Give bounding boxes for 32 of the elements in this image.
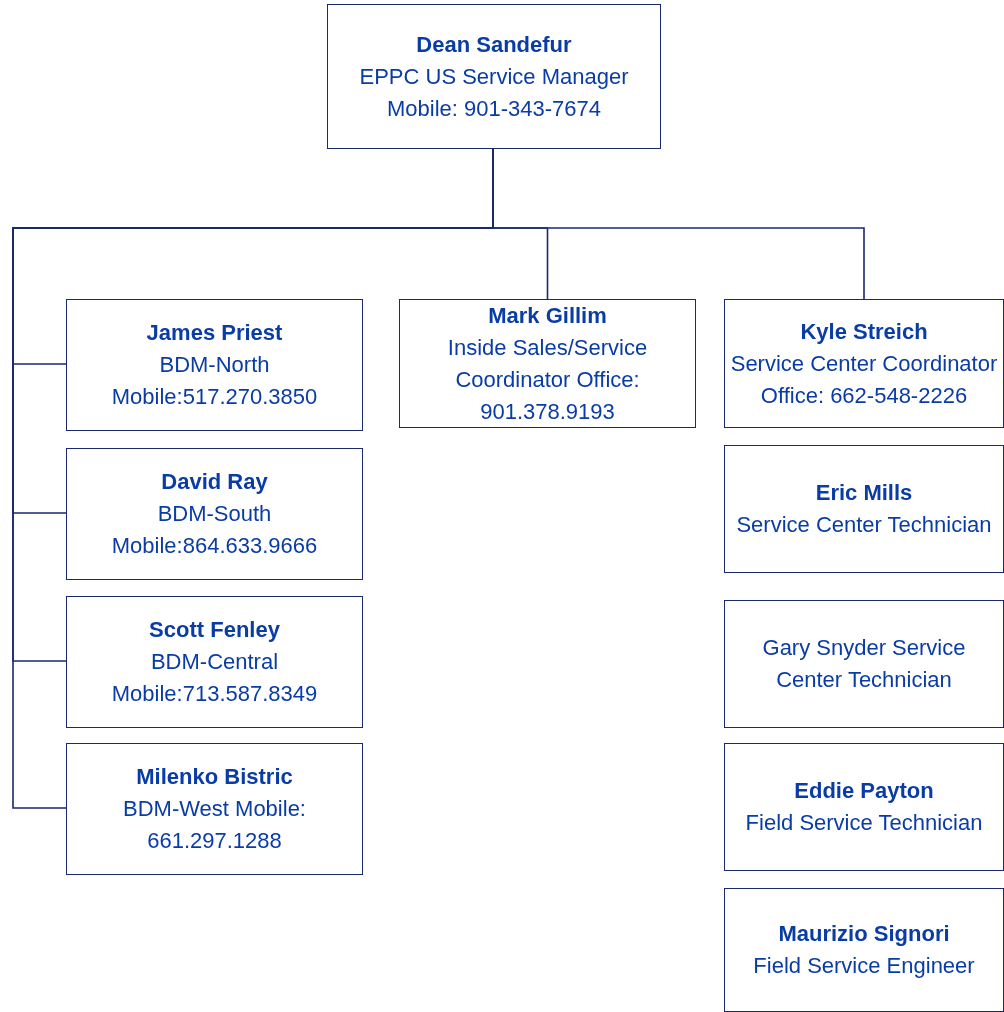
person-details: Field Service Engineer — [753, 952, 975, 980]
person-details: Field Service Technician — [745, 809, 983, 837]
org-box — [724, 299, 1004, 428]
person-name: Eddie Payton — [794, 777, 934, 805]
person-name: Milenko Bistric — [136, 763, 293, 791]
person-details: Service Center Technician — [736, 511, 992, 539]
org-box — [724, 743, 1004, 871]
person-details: BDM-North Mobile:517.270.3850 — [110, 351, 319, 411]
person-details: Inside Sales/Service Coordinator Office: 901.378.9193 — [446, 333, 649, 426]
person-name: James Priest — [146, 319, 283, 347]
person-name: Eric Mills — [815, 479, 913, 507]
person-details: BDM-Central Mobile:713.587.8349 — [110, 648, 319, 708]
org-box — [724, 888, 1004, 1012]
org-box — [724, 445, 1004, 573]
org-box — [66, 448, 363, 580]
person-details: BDM-West Mobile: 661.297.1288 — [122, 795, 307, 855]
person-name: Dean Sandefur — [416, 30, 572, 59]
org-box — [66, 743, 363, 875]
org-box — [327, 4, 661, 149]
org-box — [66, 299, 363, 431]
person-name: Kyle Streich — [800, 317, 928, 346]
person-name: Mark Gillim — [488, 301, 607, 330]
person-details: EPPC US Service Manager Mobile: 901-343-7674 — [358, 62, 630, 123]
person-details: Gary Snyder Service Center Technician — [761, 634, 967, 694]
person-details: Service Center Coordinator Office: 662-548-2226 — [729, 349, 999, 410]
person-name: Scott Fenley — [149, 616, 280, 644]
org-box — [399, 299, 696, 428]
person-name: David Ray — [161, 468, 268, 496]
person-details: BDM-South Mobile:864.633.9666 — [110, 500, 319, 560]
org-box — [724, 600, 1004, 728]
org-box — [66, 596, 363, 728]
person-name: Maurizio Signori — [778, 920, 950, 948]
